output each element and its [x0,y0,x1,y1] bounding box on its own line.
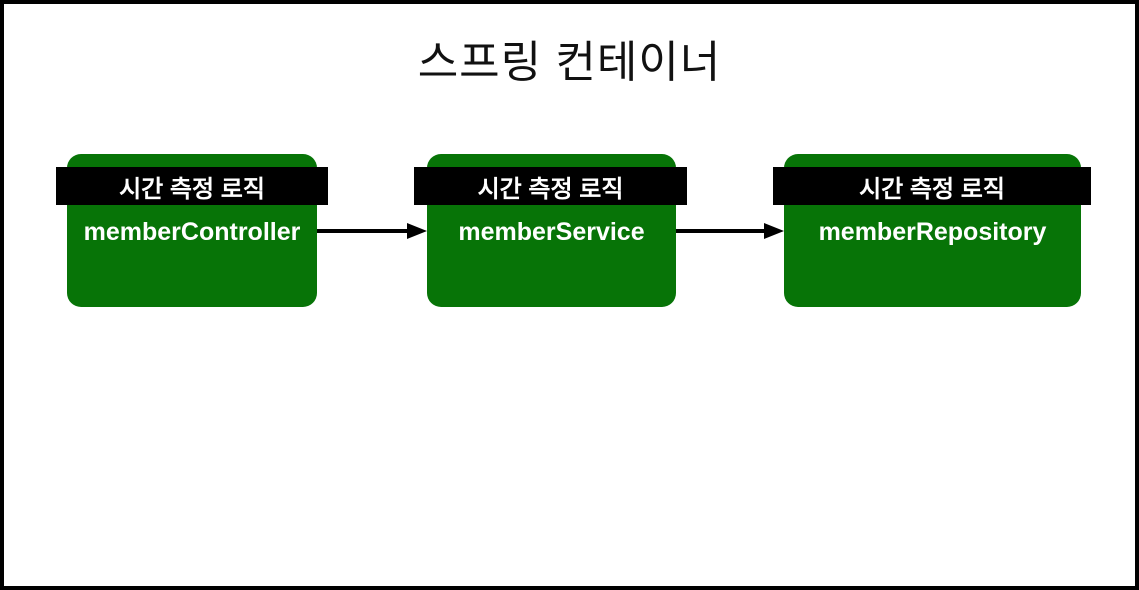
arrow-service-to-repository [676,223,784,239]
time-measure-banner-repository: 시간 측정 로직 [773,167,1091,205]
banner-label: 시간 측정 로직 [859,175,1005,203]
arrow-shaft [317,229,411,233]
arrowhead-icon [407,223,427,239]
banner-label: 시간 측정 로직 [477,175,624,203]
diagram-title: 스프링 컨테이너 [417,38,722,87]
node-label-member-repository: memberRepository [784,215,1081,249]
arrow-shaft [676,229,768,233]
time-measure-banner-service: 시간 측정 로직 [414,167,687,205]
node-label-text: memberService [458,217,645,246]
time-measure-banner-controller: 시간 측정 로직 [56,167,328,205]
node-label-text: memberRepository [818,217,1047,246]
banner-label: 시간 측정 로직 [119,175,265,203]
node-label-member-service: memberService [427,215,676,249]
node-label-text: memberController [83,217,301,246]
arrow-controller-to-service [317,223,427,239]
arrowhead-icon [764,223,784,239]
node-label-member-controller: memberController [67,215,317,249]
